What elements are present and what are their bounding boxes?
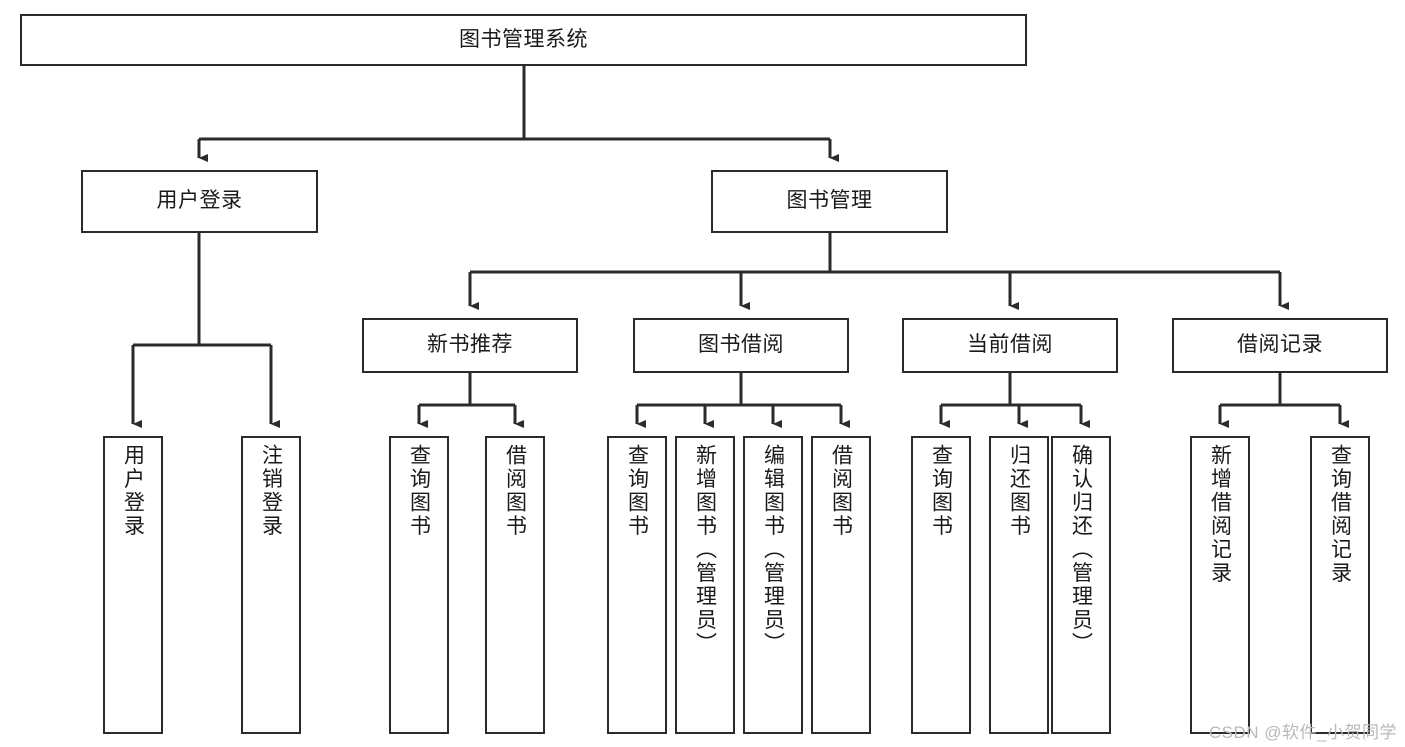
node-leaf-borrow-book-recommend[interactable]: 借阅图书 — [485, 436, 545, 734]
node-leaf-borrow-book[interactable]: 借阅图书 — [811, 436, 871, 734]
node-new-book-recommend-label: 新书推荐 — [427, 333, 513, 357]
node-leaf-edit-book-admin-label: 编辑图书（管理员） — [761, 444, 785, 656]
node-borrow-records[interactable]: 借阅记录 — [1172, 318, 1388, 373]
node-leaf-add-borrow-record[interactable]: 新增借阅记录 — [1190, 436, 1250, 734]
node-leaf-query-book-current[interactable]: 查询图书 — [911, 436, 971, 734]
node-leaf-query-borrow-record[interactable]: 查询借阅记录 — [1310, 436, 1370, 734]
node-leaf-confirm-return-admin[interactable]: 确认归还（管理员） — [1051, 436, 1111, 734]
node-leaf-borrow-book-label: 借阅图书 — [829, 444, 853, 538]
node-leaf-return-book[interactable]: 归还图书 — [989, 436, 1049, 734]
node-leaf-return-book-label: 归还图书 — [1007, 444, 1031, 538]
node-new-book-recommend[interactable]: 新书推荐 — [362, 318, 578, 373]
node-root[interactable]: 图书管理系统 — [20, 14, 1027, 66]
node-leaf-query-book-borrow[interactable]: 查询图书 — [607, 436, 667, 734]
node-leaf-borrow-book-recommend-label: 借阅图书 — [503, 444, 527, 538]
csdn-watermark: CSDN @软件_小贺同学 — [1208, 723, 1397, 742]
node-leaf-query-book-recommend[interactable]: 查询图书 — [389, 436, 449, 734]
node-book-management[interactable]: 图书管理 — [711, 170, 948, 233]
node-leaf-add-borrow-record-label: 新增借阅记录 — [1208, 444, 1232, 585]
node-leaf-query-book-current-label: 查询图书 — [929, 444, 953, 538]
node-leaf-confirm-return-admin-label: 确认归还（管理员） — [1069, 444, 1093, 656]
node-current-borrow-label: 当前借阅 — [967, 333, 1053, 357]
node-user-login[interactable]: 用户登录 — [81, 170, 318, 233]
node-leaf-user-login-label: 用户登录 — [121, 444, 145, 538]
node-book-borrow-label: 图书借阅 — [698, 333, 784, 357]
node-leaf-query-book-recommend-label: 查询图书 — [407, 444, 431, 538]
node-user-login-label: 用户登录 — [156, 189, 243, 213]
node-root-label: 图书管理系统 — [459, 27, 588, 51]
node-leaf-add-book-admin-label: 新增图书（管理员） — [693, 444, 717, 656]
node-leaf-query-borrow-record-label: 查询借阅记录 — [1328, 444, 1352, 585]
node-leaf-user-login[interactable]: 用户登录 — [103, 436, 163, 734]
node-borrow-records-label: 借阅记录 — [1237, 333, 1323, 357]
node-book-management-label: 图书管理 — [786, 189, 873, 213]
node-leaf-edit-book-admin[interactable]: 编辑图书（管理员） — [743, 436, 803, 734]
node-leaf-query-book-borrow-label: 查询图书 — [625, 444, 649, 538]
node-leaf-logout[interactable]: 注销登录 — [241, 436, 301, 734]
node-leaf-logout-label: 注销登录 — [259, 444, 283, 538]
node-leaf-add-book-admin[interactable]: 新增图书（管理员） — [675, 436, 735, 734]
node-current-borrow[interactable]: 当前借阅 — [902, 318, 1118, 373]
node-book-borrow[interactable]: 图书借阅 — [633, 318, 849, 373]
